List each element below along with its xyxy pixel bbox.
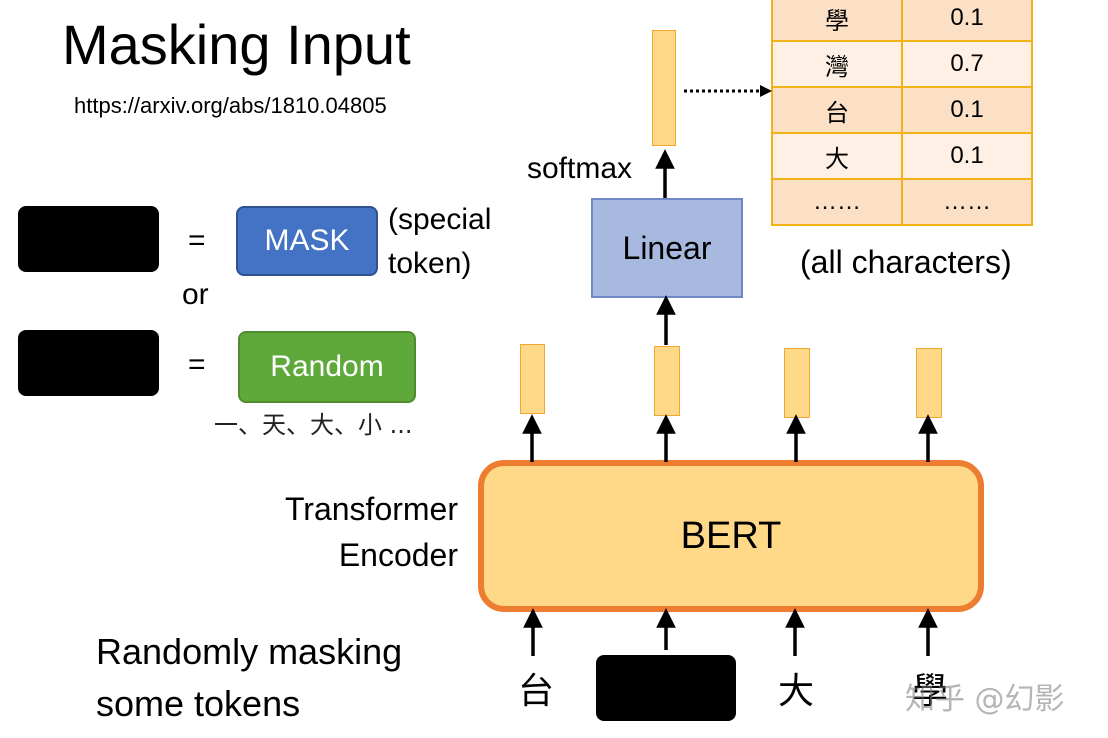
masked-token-block [18, 206, 159, 272]
arrow-head [918, 608, 938, 628]
table-cell-prob: 0.1 [901, 0, 1033, 42]
mask-token-label: MASK [264, 224, 350, 257]
watermark: 知乎 @幻影 [905, 682, 1065, 717]
equals-sign: = [188, 348, 206, 381]
masked-input-token [596, 655, 736, 721]
caption-line2: some tokens [96, 683, 301, 724]
random-examples: 一、天、大、小 ... [214, 411, 413, 439]
or-label: or [182, 278, 209, 311]
arrow-head [656, 608, 676, 628]
table-cell-char: 台 [771, 86, 903, 134]
arrow-head [786, 414, 806, 434]
bert-label: BERT [680, 514, 782, 557]
arrow-head [760, 85, 772, 97]
masked-token-block [18, 330, 159, 396]
encoder-label-line1: Transformer [284, 491, 458, 527]
table-cell-char: 灣 [771, 40, 903, 88]
output-vector [520, 344, 545, 414]
arrow-head [523, 608, 543, 628]
table-cell-char: …… [771, 178, 903, 226]
probability-table: 學 0.1 灣 0.7 台 0.1 大 0.1 …… …… [771, 0, 1033, 226]
softmax-output-vector [652, 30, 676, 146]
table-cell-char: 大 [771, 132, 903, 180]
table-cell-prob: 0.1 [901, 86, 1033, 134]
table-row: …… …… [771, 178, 1033, 226]
table-row: 大 0.1 [771, 132, 1033, 180]
softmax-label: softmax [527, 152, 633, 185]
table-row: 灣 0.7 [771, 40, 1033, 88]
bert-block: BERT [478, 460, 984, 612]
arrow-head [918, 414, 938, 434]
arrow-head [655, 149, 675, 169]
special-token-note: (special token) [388, 198, 491, 286]
arrow-head [785, 608, 805, 628]
arrow-head [656, 414, 676, 434]
table-cell-prob: …… [901, 178, 1033, 226]
special-token-line1: (special [388, 203, 492, 236]
mask-token-box: MASK [236, 206, 378, 276]
input-token: 台 [518, 671, 555, 712]
caption-line1: Randomly masking [96, 631, 403, 672]
output-vector [916, 348, 942, 418]
all-characters-caption: (all characters) [800, 244, 1012, 280]
encoder-label: Transformer Encoder [285, 486, 458, 578]
table-cell-char: 學 [771, 0, 903, 42]
output-vector-masked [654, 346, 680, 416]
table-row: 台 0.1 [771, 86, 1033, 134]
arrow-head [522, 414, 542, 434]
linear-label: Linear [622, 229, 712, 266]
arrow-head [656, 295, 676, 315]
input-token: 大 [778, 671, 815, 712]
special-token-line2: token) [388, 247, 472, 280]
input-token: 學 [912, 671, 949, 712]
output-vector [784, 348, 810, 418]
random-token-box: Random [238, 331, 416, 403]
linear-layer: Linear [591, 198, 743, 298]
random-token-label: Random [270, 350, 384, 383]
table-row: 學 0.1 [771, 0, 1033, 42]
table-cell-prob: 0.1 [901, 132, 1033, 180]
table-cell-prob: 0.7 [901, 40, 1033, 88]
encoder-label-line2: Encoder [338, 537, 458, 573]
paper-url: https://arxiv.org/abs/1810.04805 [74, 93, 387, 118]
caption: Randomly masking some tokens [96, 626, 402, 730]
page-title: Masking Input [62, 13, 411, 76]
equals-sign: = [188, 224, 206, 257]
